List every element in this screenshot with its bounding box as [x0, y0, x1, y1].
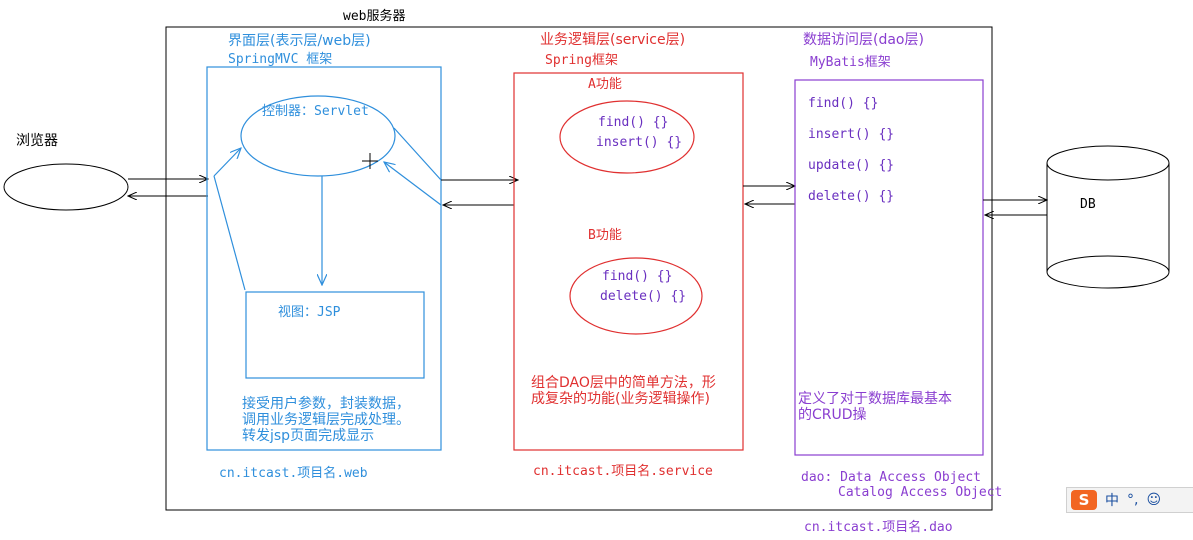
- dao-package: cn.itcast.项目名.dao: [804, 519, 953, 535]
- dao-layer-title: 数据访问层(dao层): [803, 32, 924, 48]
- web-desc-line2: 调用业务逻辑层完成处理。: [242, 412, 410, 428]
- ime-toolbar[interactable]: S 中 °, ☺: [1066, 487, 1193, 513]
- browser-ellipse: [3, 163, 129, 211]
- b-method-find: find() {}: [602, 269, 672, 284]
- dao-desc-line2: 的CRUD操: [798, 407, 867, 423]
- ime-punctuation-toggle[interactable]: °,: [1127, 492, 1139, 508]
- arrow-view-to-controller-head: [213, 148, 241, 177]
- view-label: 视图：JSP: [278, 305, 341, 320]
- service-desc-line1: 组合DAO层中的简单方法，形: [531, 374, 716, 391]
- controller-label: 控制器：Servlet: [262, 104, 369, 119]
- a-method-insert: insert() {}: [596, 135, 682, 150]
- dao-method-update: update() {}: [808, 158, 894, 173]
- service-desc-line2: 成复杂的功能(业务逻辑操作): [531, 390, 710, 407]
- service-layer-title: 业务逻辑层(service层): [540, 32, 685, 48]
- sogou-logo-icon[interactable]: S: [1071, 490, 1097, 510]
- cursor-crosshair-icon: [362, 153, 378, 169]
- arrow-controller-to-service-line: [393, 127, 442, 181]
- web-desc-line3: 转发jsp页面完成显示: [242, 428, 374, 444]
- dao-abbr-line1: dao: Data Access Object: [801, 470, 981, 485]
- dao-layer-box: [794, 79, 984, 456]
- dao-method-insert: insert() {}: [808, 127, 894, 142]
- arrow-view-to-controller: [213, 175, 246, 291]
- web-desc-line1: 接受用户参数，封装数据，: [242, 395, 410, 412]
- dao-method-find: find() {}: [808, 96, 878, 111]
- dao-method-delete: delete() {}: [808, 189, 894, 204]
- a-function-ellipse: [559, 100, 695, 174]
- dao-layer-framework: MyBatis框架: [810, 55, 891, 70]
- web-server-title: web服务器: [343, 8, 405, 24]
- web-server-box: [165, 26, 993, 511]
- view-box: [245, 291, 425, 379]
- b-method-delete: delete() {}: [600, 289, 686, 304]
- browser-label: 浏览器: [16, 133, 58, 149]
- service-layer-box: [513, 72, 744, 451]
- b-function-title: B功能: [588, 228, 622, 243]
- arrow-service-to-controller: [384, 162, 442, 206]
- ime-language-toggle[interactable]: 中: [1105, 493, 1119, 509]
- dao-desc-line1: 定义了对于数据库最基本: [798, 390, 952, 407]
- b-function-ellipse: [569, 257, 703, 335]
- a-method-find: find() {}: [598, 115, 668, 130]
- service-package: cn.itcast.项目名.service: [533, 463, 713, 479]
- web-package: cn.itcast.项目名.web: [219, 465, 368, 481]
- web-layer-box: [206, 66, 442, 451]
- dao-abbr-line2: Catalog Access Object: [838, 485, 1002, 500]
- controller-ellipse: [240, 95, 396, 177]
- emoji-icon[interactable]: ☺: [1146, 492, 1162, 508]
- database-label: DB: [1080, 197, 1096, 212]
- web-layer-title: 界面层(表示层/web层): [228, 33, 371, 49]
- service-layer-framework: Spring框架: [545, 53, 618, 68]
- database-cylinder-icon: [1046, 145, 1170, 289]
- a-function-title: A功能: [588, 77, 622, 92]
- web-layer-framework: SpringMVC 框架: [228, 52, 332, 67]
